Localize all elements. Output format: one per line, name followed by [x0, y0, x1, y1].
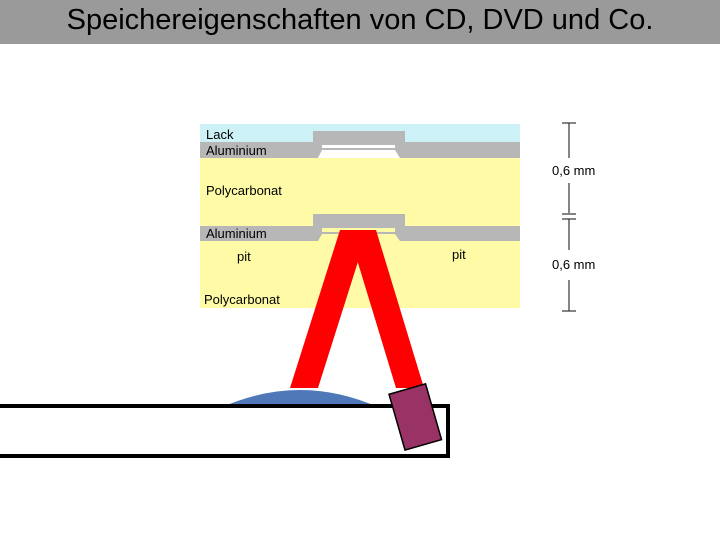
lens: [220, 390, 380, 408]
dimension-marker-lower: [562, 218, 576, 312]
label-aluminium-bottom: Aluminium: [206, 226, 267, 241]
aluminium-bump-top: [313, 131, 405, 145]
aluminium-layer-top: [200, 142, 520, 158]
carrier-outline: [0, 404, 450, 458]
laser-beam-incoming: [290, 230, 368, 388]
label-lack: Lack: [206, 127, 234, 142]
page-title: Speichereigenschaften von CD, DVD und Co…: [66, 4, 654, 36]
dimension-marker-upper: [562, 122, 576, 215]
label-polycarbonat-upper: Polycarbonat: [206, 183, 282, 198]
laser-diode: [388, 382, 443, 452]
label-thickness-lower: 0,6 mm: [552, 257, 595, 272]
label-pit-left: pit: [237, 249, 251, 264]
laser-beam-reflected: [348, 230, 424, 388]
label-thickness-upper: 0,6 mm: [552, 163, 595, 178]
label-pit-right: pit: [452, 247, 466, 262]
aluminium-bump-bottom: [313, 214, 405, 228]
title-bar: [0, 0, 720, 44]
label-aluminium-top: Aluminium: [206, 143, 267, 158]
label-polycarbonat-lower: Polycarbonat: [204, 292, 280, 307]
